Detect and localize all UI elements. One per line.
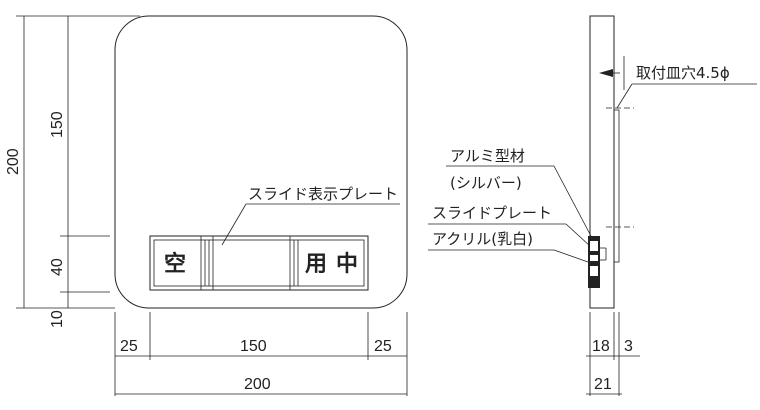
side-back-plate [613,109,620,263]
aluminum-label-line1: アルミ型材 [450,147,525,165]
mounting-hole-label: 取付皿穴4.5ϕ [636,64,730,82]
dim-width-right: 25 [374,338,392,355]
slide-plate-frame [149,235,369,291]
dim-depth-total: 21 [594,376,612,393]
dim-height-slide: 40 [49,258,66,276]
dim-depth-main: 18 [592,338,610,355]
front-view: 空 用 中 スライド表示プレート 200 150 40 10 25 150 25… [5,15,408,396]
slide-plate-inner [153,239,365,287]
sign-plate-outline [114,15,408,309]
side-slide-plate-label: スライドプレート [432,204,552,222]
screw-icon [599,69,613,77]
dim-height-total: 200 [5,148,22,175]
side-view: 取付皿穴4.5ϕ アルミ型材 (シルバー) スライドプレート アクリル(乳白) … [428,15,757,396]
dim-depth-plate: 3 [624,338,633,355]
dim-height-upper: 150 [49,111,66,138]
dim-height-bottom: 10 [49,310,66,328]
aluminum-label-line2: (シルバー) [450,174,522,192]
acrylic-label: アクリル(乳白) [432,230,533,248]
slide-plate-label: スライド表示プレート [248,185,398,203]
dim-width-left: 25 [120,338,138,355]
slide-right-character-1: 用 [305,252,327,277]
dim-width-center: 150 [240,338,267,355]
slide-mechanism-detail [588,236,607,288]
slide-right-character-2: 中 [336,252,358,277]
dim-width-total: 200 [244,376,271,393]
slide-left-character: 空 [164,251,186,277]
slide-plate-leader [221,203,247,246]
